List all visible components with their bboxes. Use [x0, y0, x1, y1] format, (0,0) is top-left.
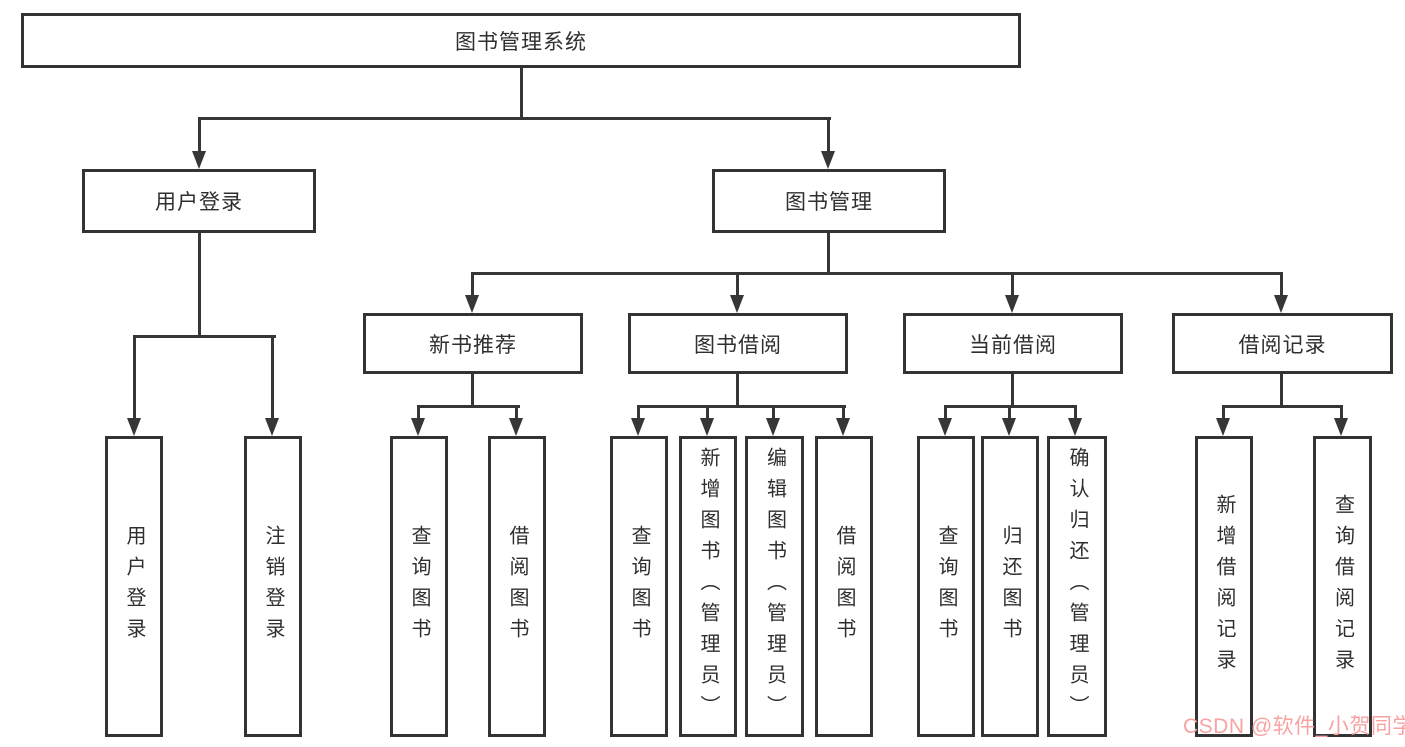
- connector-drop-borrow-book-1: [515, 405, 518, 421]
- node-user-login: 用户登录: [82, 169, 316, 233]
- node-borrow-records-label: 借阅记录: [1238, 333, 1327, 357]
- connector-drop-leaf-logout: [271, 335, 274, 421]
- leaf-query-book-2: 查询图书: [610, 436, 668, 737]
- leaf-add-book-admin: 新增图书（管理员）: [679, 436, 737, 737]
- arrowhead-add-book-icon: [700, 418, 714, 436]
- connector-new-book-branch: [417, 405, 520, 408]
- node-root: 图书管理系统: [21, 13, 1021, 68]
- connector-drop-query-book-1: [417, 405, 420, 421]
- node-book-borrow: 图书借阅: [628, 313, 848, 374]
- connector-root-branch: [198, 117, 831, 120]
- node-user-login-label: 用户登录: [155, 191, 243, 214]
- arrowhead-current-borrow-icon: [1005, 295, 1019, 313]
- leaf-borrow-book-1: 借阅图书: [488, 436, 546, 737]
- leaf-query-borrow-record-label: 查询借阅记录: [1331, 493, 1354, 680]
- leaf-user-login-label: 用户登录: [123, 524, 145, 649]
- connector-drop-new-book-recommend: [471, 272, 474, 299]
- node-borrow-records: 借阅记录: [1172, 313, 1393, 374]
- arrowhead-new-book-recommend-icon: [465, 295, 479, 313]
- connector-drop-edit-book: [772, 405, 775, 421]
- arrowhead-query-book-1-icon: [411, 418, 425, 436]
- leaf-query-book-3-label: 查询图书: [935, 524, 957, 649]
- connector-current-borrow-stem: [1011, 374, 1014, 408]
- connector-drop-add-borrow-record: [1222, 405, 1225, 421]
- leaf-add-borrow-record: 新增借阅记录: [1195, 436, 1253, 737]
- leaf-edit-book-admin: 编辑图书（管理员）: [745, 436, 804, 737]
- connector-drop-add-book: [706, 405, 709, 421]
- arrowhead-edit-book-icon: [766, 418, 780, 436]
- leaf-add-borrow-record-label: 新增借阅记录: [1213, 493, 1235, 680]
- leaf-query-book-1: 查询图书: [390, 436, 448, 737]
- arrowhead-user-login-icon: [192, 151, 206, 169]
- leaf-borrow-book-2-label: 借阅图书: [833, 524, 855, 649]
- node-book-management: 图书管理: [712, 169, 946, 233]
- connector-drop-book-borrow: [736, 272, 739, 299]
- arrowhead-book-management-icon: [821, 151, 835, 169]
- leaf-return-book-label: 归还图书: [999, 524, 1021, 649]
- connector-book-borrow-branch: [637, 405, 846, 408]
- connector-root-stem: [520, 68, 523, 120]
- arrowhead-leaf-logout-icon: [265, 418, 279, 436]
- leaf-add-book-admin-label: 新增图书（管理员）: [697, 447, 719, 726]
- leaf-borrow-book-2: 借阅图书: [815, 436, 873, 737]
- arrowhead-borrow-records-icon: [1274, 295, 1288, 313]
- arrowhead-query-book-2-icon: [631, 418, 645, 436]
- arrowhead-return-book-icon: [1002, 418, 1016, 436]
- leaf-confirm-return-admin-label: 确认归还（管理员）: [1066, 447, 1088, 726]
- arrowhead-borrow-book-2-icon: [836, 418, 850, 436]
- connector-borrow-records-branch: [1222, 405, 1343, 408]
- leaf-query-book-1-label: 查询图书: [408, 524, 430, 649]
- arrowhead-query-borrow-record-icon: [1334, 418, 1348, 436]
- node-new-book-recommend-label: 新书推荐: [429, 333, 517, 357]
- node-new-book-recommend: 新书推荐: [363, 313, 583, 374]
- connector-drop-borrow-records: [1280, 272, 1283, 299]
- leaf-edit-book-admin-label: 编辑图书（管理员）: [763, 447, 786, 726]
- connector-drop-current-borrow: [1011, 272, 1014, 299]
- connector-drop-book-management: [827, 117, 830, 153]
- connector-borrow-records-stem: [1280, 374, 1283, 408]
- connector-drop-return-book: [1008, 405, 1011, 421]
- leaf-return-book: 归还图书: [981, 436, 1039, 737]
- node-current-borrow: 当前借阅: [903, 313, 1123, 374]
- leaf-logout: 注销登录: [244, 436, 302, 737]
- connector-user-login-branch: [133, 335, 276, 338]
- connector-drop-query-borrow-record: [1340, 405, 1343, 421]
- leaf-borrow-book-1-label: 借阅图书: [506, 524, 528, 649]
- connector-book-management-stem: [827, 233, 830, 275]
- connector-drop-query-book-3: [944, 405, 947, 421]
- connector-drop-confirm-return: [1074, 405, 1077, 421]
- connector-drop-borrow-book-2: [842, 405, 845, 421]
- node-root-label: 图书管理系统: [455, 30, 587, 54]
- csdn-watermark: CSDN @软件_小贺同学: [1183, 715, 1405, 738]
- arrowhead-confirm-return-icon: [1068, 418, 1082, 436]
- node-book-borrow-label: 图书借阅: [694, 333, 782, 357]
- connector-drop-query-book-2: [637, 405, 640, 421]
- connector-drop-leaf-user-login: [133, 335, 136, 421]
- connector-new-book-stem: [471, 374, 474, 408]
- arrowhead-leaf-user-login-icon: [127, 418, 141, 436]
- leaf-query-book-2-label: 查询图书: [628, 524, 650, 649]
- node-current-borrow-label: 当前借阅: [969, 333, 1057, 357]
- arrowhead-add-borrow-record-icon: [1216, 418, 1230, 436]
- leaf-query-book-3: 查询图书: [917, 436, 975, 737]
- leaf-query-borrow-record: 查询借阅记录: [1313, 436, 1372, 737]
- arrowhead-borrow-book-1-icon: [509, 418, 523, 436]
- connector-drop-user-login: [198, 117, 201, 153]
- leaf-confirm-return-admin: 确认归还（管理员）: [1047, 436, 1107, 737]
- leaf-logout-label: 注销登录: [262, 524, 284, 649]
- node-book-management-label: 图书管理: [785, 191, 873, 214]
- arrowhead-query-book-3-icon: [938, 418, 952, 436]
- leaf-user-login: 用户登录: [105, 436, 163, 737]
- connector-user-login-stem: [198, 233, 201, 338]
- connector-book-borrow-stem: [736, 374, 739, 408]
- arrowhead-book-borrow-icon: [730, 295, 744, 313]
- connector-book-management-branch: [471, 272, 1283, 275]
